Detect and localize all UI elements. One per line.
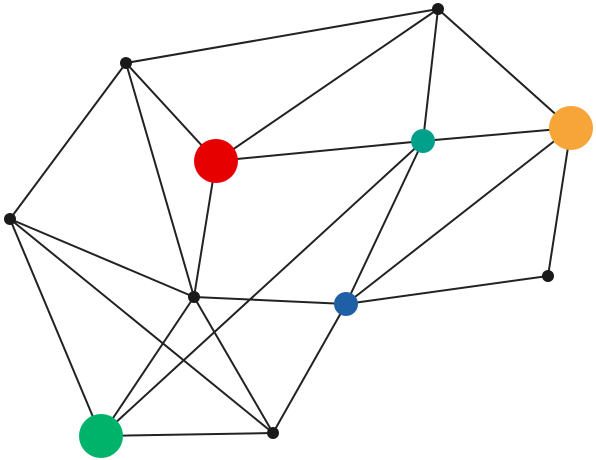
edge-n_center-n_blue [193, 296, 347, 305]
node-n_orange [549, 106, 593, 150]
edge-n_teal-n_orange [422, 127, 572, 142]
edge-n_center-n_green [100, 296, 195, 437]
edge-n_left-n_bottom [9, 218, 274, 434]
node-layer [4, 3, 593, 458]
edge-n_blue-n_bottom [272, 303, 347, 434]
node-n_top [432, 3, 444, 15]
edge-n_top-n_orange [437, 8, 572, 129]
node-n_green [79, 414, 123, 458]
edge-n_top-n_teal [422, 8, 439, 142]
node-n_blue [334, 292, 358, 316]
edge-n_left-n_green [9, 218, 102, 437]
edge-n_orange-n_blue [345, 127, 572, 305]
node-n_center [188, 291, 200, 303]
edge-n_green-n_bottom [100, 432, 274, 437]
node-n_upper_left [120, 57, 132, 69]
node-n_teal [411, 129, 435, 153]
edge-n_top-n_red [215, 8, 439, 162]
edge-n_left-n_center [9, 218, 195, 298]
edge-n_red-n_center [193, 160, 217, 298]
edge-n_right-n_blue [345, 275, 549, 305]
node-n_red [194, 139, 238, 183]
edge-n_orange-n_right [547, 127, 572, 277]
edge-n_upper_left-n_center [125, 62, 195, 298]
edge-n_upper_left-n_red [125, 62, 217, 162]
edge-layer [9, 8, 572, 437]
edge-n_teal-n_green [100, 140, 424, 437]
node-n_bottom [267, 427, 279, 439]
edge-n_upper_left-n_left [9, 62, 127, 220]
node-n_right [542, 270, 554, 282]
edge-n_red-n_teal [215, 140, 424, 162]
edge-n_center-n_bottom [193, 296, 274, 434]
edge-n_upper_left-n_top [125, 8, 439, 64]
edge-n_teal-n_blue [345, 140, 424, 305]
node-n_left [4, 213, 16, 225]
